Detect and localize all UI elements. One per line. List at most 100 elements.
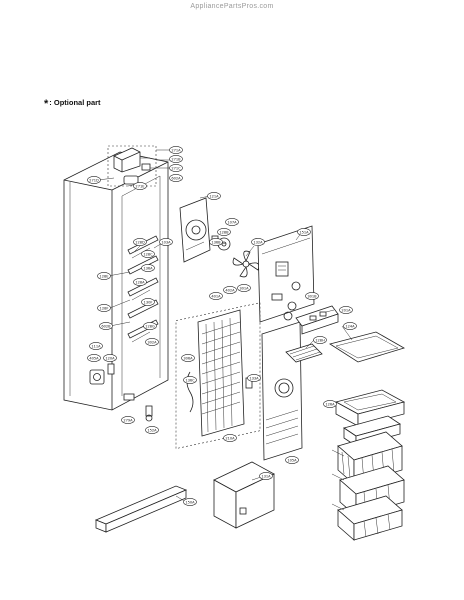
callout-bubble [97,304,111,312]
callout-128c: 128C [141,250,155,258]
callout-label: 271C [171,166,181,170]
callout-bubble [169,164,183,172]
callout-405a: 405A [87,354,101,362]
callout-bubble [133,278,147,286]
callout-111a: 111A [89,342,103,350]
callout-271b: 271B [169,155,183,163]
callout-label: 279A [123,418,133,422]
callout-bubble [297,228,311,236]
callout-128d: 128D [133,238,147,246]
callout-bubble [305,292,319,300]
callout-bubble [145,338,159,346]
callout-201a: 201A [339,306,353,314]
callout-105a: 105A [285,456,299,464]
callout-bubble [217,228,231,236]
callout-126a: 126A [323,400,337,408]
callout-label: 128F [100,306,109,310]
callout-label: 301B [307,294,317,298]
callout-bubble [87,354,101,362]
bottom-cover-box [213,461,275,529]
callout-label: 306A [183,356,193,360]
callout-bubble [313,336,327,344]
callout-210a: 210A [223,434,237,442]
callout-bubble [183,498,197,506]
callout-bubble [145,426,159,434]
callout-label: 210A [225,436,235,440]
callout-label: 136C [185,378,195,382]
callout-bubble [169,146,183,154]
callout-label: 271A [171,148,181,152]
callout-label: 271D [89,178,99,182]
callout-label: 126A [325,402,335,406]
callout-132a: 132A [251,238,265,246]
optional-part-legend: *: Optional part [44,98,101,110]
callout-label: 405A [89,356,99,360]
callout-bubble [223,286,237,294]
callout-bubble [97,272,111,280]
callout-128e: 128E [97,272,111,280]
callout-label: 128H [315,338,325,342]
callout-label: 136A [143,266,153,270]
leader-lines [97,149,353,511]
callout-bubble [159,238,173,246]
callout-136a: 136A [141,264,155,272]
callout-402a: 402A [223,286,237,294]
callout-271a: 271A [169,146,183,154]
callout-bubble [169,155,183,163]
callout-bubble [223,434,237,442]
callout-bubble [141,264,155,272]
callout-602a: 602A [169,174,183,182]
callout-label: 150A [185,500,195,504]
ice-bin [334,389,406,427]
callout-bubble [133,238,147,246]
callout-401a: 401A [209,292,223,300]
callout-bubble [181,354,195,362]
callout-label: 121A [209,194,219,198]
control-box [283,301,339,335]
bottom-trim-bar [94,485,188,533]
callout-bubble [169,174,183,182]
callout-bubble [89,342,103,350]
callout-bubble [141,250,155,258]
callout-131a: 131A [259,472,273,480]
callout-bubble [339,306,353,314]
callout-128f: 128F [97,304,111,312]
callout-label: 136B [211,240,221,244]
callout-128a: 128A [133,278,147,286]
optional-part-asterisk: * [44,98,49,110]
callout-label: 151A [299,230,309,234]
callout-label: 120A [105,356,115,360]
callout-152a: 152A [145,426,159,434]
callout-bubble [247,374,261,382]
callout-bubble [87,176,101,184]
callout-bubble [99,322,113,330]
callout-124a: 124A [343,322,357,330]
callout-label: 128B [219,230,229,234]
callout-bubble [103,354,117,362]
callout-150a: 150A [183,498,197,506]
fan-blade [232,250,260,278]
callout-label: 602B [101,324,111,328]
callout-bubble [225,218,239,226]
callout-bubble [323,400,337,408]
callout-label: 128D [135,240,145,244]
callout-120a: 120A [103,354,117,362]
callout-label: 128A [135,280,145,284]
callout-label: 401A [211,294,221,298]
callout-bubble [259,472,273,480]
callout-279a: 279A [121,416,135,424]
callout-bubble [343,322,357,330]
optional-part-legend-text: : Optional part [49,98,101,107]
callout-107a: 107A [225,218,239,226]
callout-label: 271E [135,184,145,188]
callout-label: 402A [225,288,235,292]
callout-151a: 151A [297,228,311,236]
ice-box-assembly [107,145,157,187]
callout-bubble [141,298,155,306]
callout-label: 107A [227,220,237,224]
callout-128h: 128H [313,336,327,344]
callout-label: 152A [147,428,157,432]
callout-label: 124A [345,324,355,328]
